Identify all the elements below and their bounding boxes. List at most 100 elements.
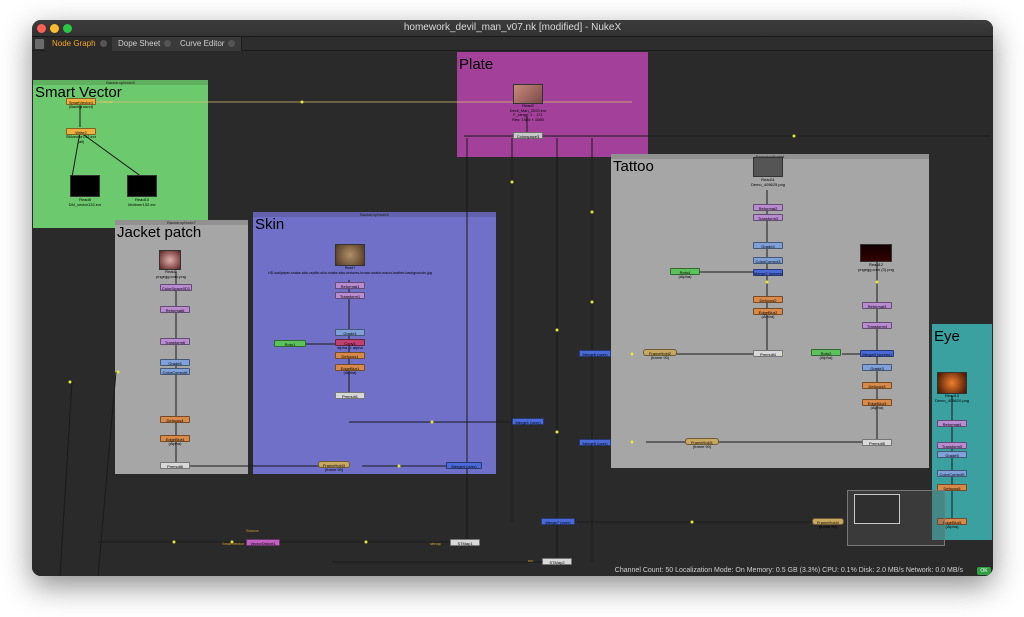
node-edgeblur1[interactable]: EdgeBlur1 <box>335 364 365 371</box>
maximize-window-button[interactable] <box>63 24 72 33</box>
node-read7-thumbnail[interactable] <box>335 244 365 266</box>
node-colorcorrect5[interactable]: ColorCorrect5 <box>937 470 967 477</box>
minimap-viewport[interactable] <box>854 494 900 524</box>
node-edgeblur2[interactable]: EdgeBlur2 <box>753 308 783 315</box>
node-graph-minimap[interactable] <box>847 490 945 546</box>
node-framehold3[interactable]: FrameHold3 <box>318 461 350 468</box>
node-transform3[interactable]: Transform3 <box>753 214 783 221</box>
backdrop-jacket-patch[interactable]: BackdropNode7 Jacket patch <box>115 220 248 474</box>
node-subtitle: (Alpha) <box>678 274 692 279</box>
node-colorcorrect3[interactable]: ColorCorrect3 <box>753 257 783 264</box>
close-tab-icon[interactable] <box>228 40 236 47</box>
tab-curve-editor[interactable]: Curve Editor <box>174 37 243 51</box>
node-edgeblur4[interactable]: EdgeBlur4 <box>160 435 190 442</box>
node-defocus4[interactable]: Defocus4 <box>160 416 190 423</box>
node-transform6[interactable]: Transform6 <box>160 338 190 345</box>
node-colorspace[interactable]: Colorspace3 <box>513 132 543 139</box>
node-colorspace2[interactable]: ColorSpace0D1 <box>160 284 192 291</box>
tab-dope-sheet[interactable]: Dope Sheet <box>112 37 179 51</box>
node-grade1[interactable]: Grade1 <box>335 329 365 336</box>
node-merge-left2[interactable]: Merge5 (over) <box>579 439 611 446</box>
backdrop-eye[interactable]: Eye <box>932 324 992 540</box>
node-transform5[interactable]: Transform5 <box>937 442 967 449</box>
node-defocus2[interactable]: Defocus2 <box>753 296 783 303</box>
node-read8-thumbnail[interactable] <box>70 175 100 197</box>
node-graph-canvas[interactable]: BackdropNode5 Smart Vector Plate Backdro… <box>32 52 993 576</box>
node-premult6[interactable]: Premult6 <box>160 462 190 469</box>
node-grade5[interactable]: Grade5 <box>937 451 967 458</box>
backdrop-header: BackdropNode6 <box>253 212 496 217</box>
node-read11-thumbnail[interactable] <box>753 157 783 177</box>
node-premult1[interactable]: Premult1 <box>335 392 365 399</box>
node-read5-thumbnail[interactable] <box>159 250 181 270</box>
node-stmap1[interactable]: STMap1 <box>450 539 480 546</box>
node-write2[interactable]: Write2 <box>66 128 96 135</box>
panel-menu-icon[interactable] <box>35 39 44 49</box>
node-grade6[interactable]: Grade6 <box>160 359 190 366</box>
backdrop-smart-vector[interactable]: BackdropNode5 Smart Vector <box>33 80 208 228</box>
node-reformat4[interactable]: Reformat4 <box>937 420 967 427</box>
minimize-window-button[interactable] <box>50 24 59 33</box>
node-reformat1[interactable]: Reformat1 <box>335 282 365 289</box>
node-defocus3[interactable]: Defocus3 <box>862 382 892 389</box>
backdrop-label: Eye <box>934 328 960 345</box>
node-read10-thumbnail[interactable] <box>127 175 157 197</box>
node-roto1[interactable]: Roto1 <box>274 340 306 347</box>
node-premult5[interactable]: Premult5 <box>862 439 892 446</box>
node-edgeblur5[interactable]: EdgeBlur5 <box>937 518 967 525</box>
node-premult4[interactable]: Premult4 <box>753 350 783 357</box>
backdrop-plate[interactable]: Plate <box>457 52 648 157</box>
node-grade3[interactable]: Grade3 <box>862 364 892 371</box>
node-read-plate-thumbnail[interactable] <box>513 84 543 104</box>
node-reformat2[interactable]: Reformat2 <box>753 204 783 211</box>
node-subtitle: (frame 90) <box>650 355 670 360</box>
node-transform1[interactable]: Transform1 <box>335 292 365 299</box>
tab-node-graph[interactable]: Node Graph <box>46 37 114 51</box>
node-edgeblur3[interactable]: EdgeBlur3 <box>862 399 892 406</box>
node-merge-eye[interactable]: Merge7 (over) <box>541 518 575 525</box>
node-defocus5[interactable]: Defocus5 <box>937 484 967 491</box>
node-smartvector1[interactable]: SmartVector1 <box>66 98 96 105</box>
backdrop-label: Tattoo <box>613 158 654 175</box>
node-roto2[interactable]: Roto2 <box>811 349 841 356</box>
node-framehold4[interactable]: FrameHold4 <box>812 518 844 525</box>
node-defocus1[interactable]: Defocus1 <box>335 352 365 359</box>
node-roto4[interactable]: Roto4 <box>670 268 700 275</box>
backdrop-header: BackdropNode5 <box>33 80 208 85</box>
status-bar: Channel Count: 50 Localization Mode: On … <box>614 567 963 574</box>
node-framehold1[interactable]: FrameHold1 <box>685 438 719 445</box>
wire-tag: Source <box>246 528 259 533</box>
wire-tag: src <box>528 558 534 563</box>
node-merge-skin[interactable]: Merge1 (over) <box>512 418 544 425</box>
wire-tag: stmap <box>430 541 441 546</box>
close-tab-icon[interactable] <box>99 40 107 47</box>
node-reformat6[interactable]: Reformat6 <box>160 306 190 313</box>
backdrop-label: Plate <box>459 56 494 73</box>
node-copy1[interactable]: Copy1 <box>335 339 365 346</box>
node-subtitle: (frame 90) <box>818 524 838 529</box>
backdrop-label: Smart Vector <box>35 84 122 101</box>
node-merge-jacket[interactable]: Merge4 (over) <box>446 462 482 469</box>
wire-tag: Source <box>100 99 113 104</box>
node-stmap2[interactable]: STMap2 <box>542 558 572 565</box>
node-subtitle: (Alpha) <box>945 524 959 529</box>
close-window-button[interactable] <box>37 24 46 33</box>
node-merge-left[interactable]: Merge6 (over) <box>579 350 611 357</box>
node-reformat3[interactable]: Reformat3 <box>862 302 892 309</box>
node-transform4[interactable]: Transform4 <box>862 322 892 329</box>
node-read12-thumbnail[interactable] <box>860 244 892 262</box>
node-grade4[interactable]: Grade4 <box>753 242 783 249</box>
node-colorcorrect6[interactable]: ColorCorrect6 <box>160 368 190 375</box>
node-framehold2[interactable]: FrameHold2 <box>643 349 677 356</box>
node-merge-tattoo2[interactable]: Merge3 (screen) <box>860 350 894 357</box>
backdrop-skin[interactable]: BackdropNode6 Skin <box>253 212 496 474</box>
node-read13-thumbnail[interactable] <box>937 372 967 394</box>
title-bar[interactable]: homework_devil_man_v07.nk [modified] - N… <box>32 20 993 37</box>
window-title: homework_devil_man_v07.nk [modified] - N… <box>403 22 622 33</box>
node-merge-tattoo[interactable]: Merge2 (screen) <box>753 269 784 276</box>
node-vectordistort[interactable]: VectorDistort1 <box>246 539 280 546</box>
close-tab-icon[interactable] <box>164 40 172 47</box>
wire-tag: SmartVector <box>222 541 245 546</box>
